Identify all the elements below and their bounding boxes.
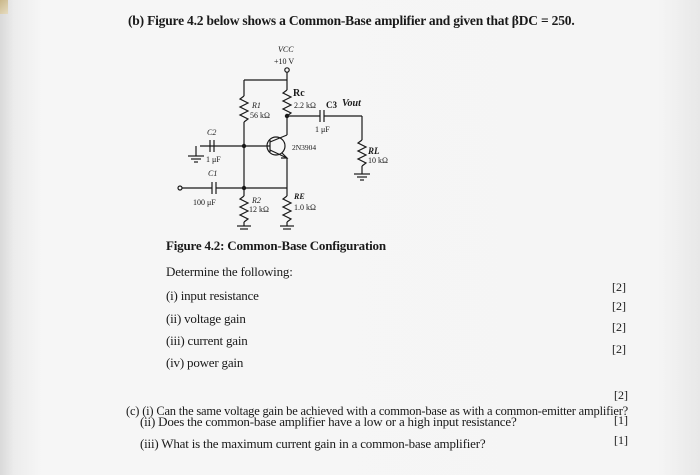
rc-label: Rc (293, 88, 305, 99)
rc-resistor (281, 89, 293, 117)
transistor-label: 2N3904 (292, 143, 316, 152)
r2-resistor (238, 195, 250, 223)
rl-label: RL (367, 146, 380, 156)
c3-value: 1 μF (315, 125, 330, 134)
vcc-label: VCC (278, 45, 294, 54)
c2-label: C2 (207, 128, 216, 137)
vcc-value: +10 V (274, 57, 294, 66)
r1-value: 56 kΩ (250, 111, 270, 120)
item-b-i: (i) input resistance (166, 288, 259, 303)
r1-label: R1 (251, 101, 261, 110)
marks-b-iii: [2] (612, 320, 626, 334)
page-corner-fold (0, 0, 8, 14)
item-b-iv: (iv) power gain (166, 355, 244, 370)
rl-resistor (356, 139, 368, 167)
rc-value: 2.2 kΩ (294, 101, 316, 110)
c2-value: 1 μF (206, 155, 221, 164)
item-c-i: (c) (i) Can the same voltage gain be ach… (126, 404, 629, 418)
re-value: 1.0 kΩ (294, 203, 316, 212)
marks-b-ii: [2] (612, 299, 626, 313)
item-b-iii: (iii) current gain (166, 333, 248, 348)
c3-label: C3 (326, 100, 337, 110)
circuit-diagram: VCC +10 V Rc 2.2 kΩ R1 56 kΩ C3 Vout 1 μ… (177, 45, 388, 230)
item-c-ii: (ii) Does the common-base amplifier have… (140, 414, 517, 429)
marks-c-i: [2] (614, 388, 628, 402)
question-b-text: (b) Figure 4.2 below shows a Common-Base… (128, 13, 575, 28)
item-c-iii: (iii) What is the maximum current gain i… (140, 436, 486, 451)
marks-c-ii: [1] (614, 413, 628, 427)
rl-value: 10 kΩ (368, 156, 388, 165)
figure-caption: Figure 4.2: Common-Base Configuration (166, 238, 386, 253)
item-b-ii: (ii) voltage gain (166, 311, 246, 326)
re-resistor (281, 195, 293, 223)
input-terminal (177, 185, 183, 191)
marks-b-iv: [2] (612, 342, 626, 356)
c1-label: C1 (208, 169, 217, 178)
re-label: RE (293, 192, 305, 201)
r2-value: 12 kΩ (249, 205, 269, 214)
r1-resistor (238, 95, 250, 123)
marks-b-i: [2] (612, 280, 626, 294)
marks-c-iii: [1] (614, 433, 628, 447)
vcc-terminal (284, 67, 290, 73)
determine-heading: Determine the following: (166, 264, 293, 279)
c1-value: 100 μF (193, 198, 216, 207)
r2-label: R2 (251, 196, 261, 205)
vout-label: Vout (342, 98, 362, 109)
